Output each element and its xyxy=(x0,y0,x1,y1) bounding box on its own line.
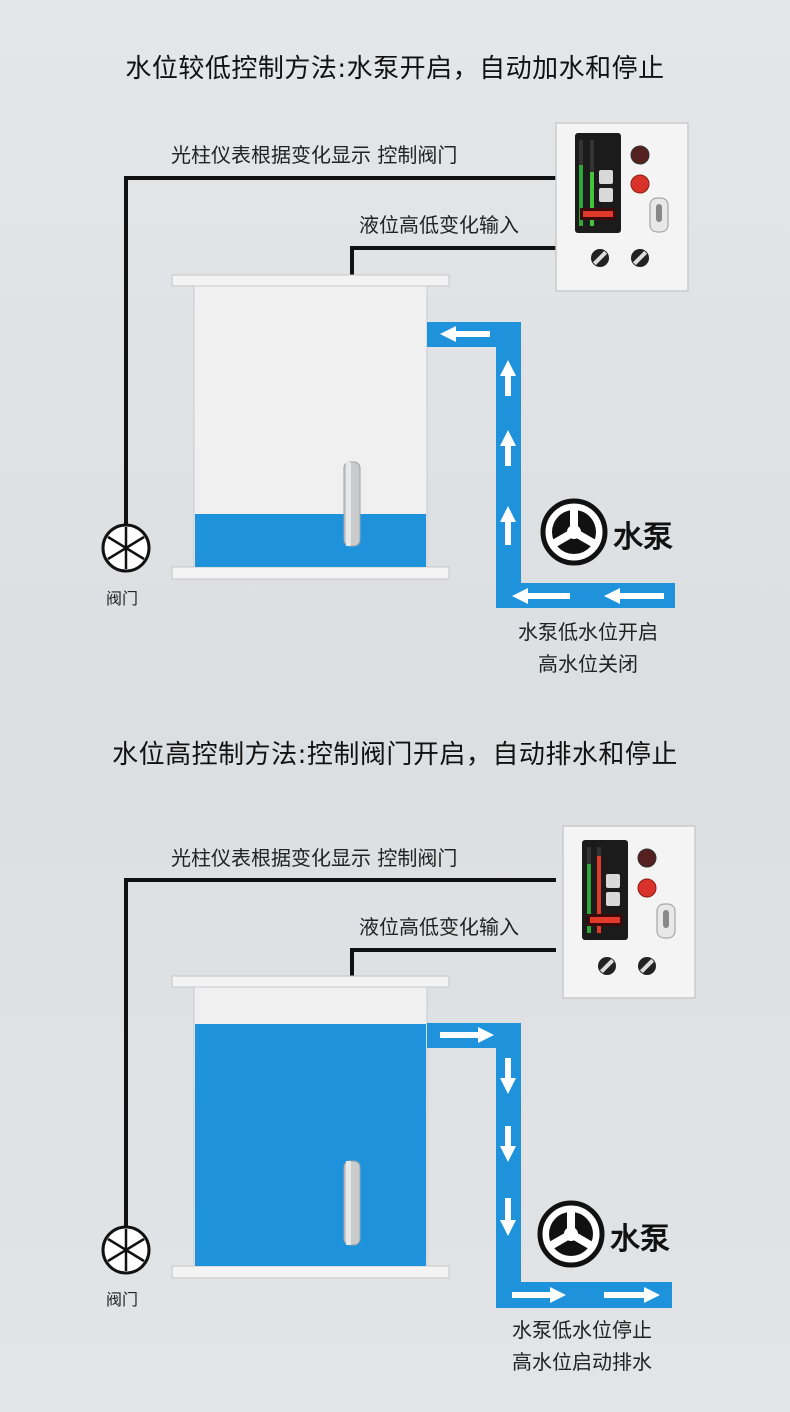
valve-label: 阀门 xyxy=(106,1290,139,1309)
indicator-light xyxy=(630,174,650,194)
level-sensor-probe xyxy=(343,1160,361,1246)
flow-arrow xyxy=(500,506,516,545)
indicator-light xyxy=(630,145,650,165)
display-label: 光柱仪表根据变化显示 控制阀门 xyxy=(171,143,458,167)
flow-arrows xyxy=(440,326,664,604)
note-line: 水泵低水位停止 xyxy=(512,1318,652,1342)
water-tank xyxy=(171,274,450,580)
pump-label: 水泵 xyxy=(613,520,673,555)
level-sensor-probe xyxy=(343,461,361,547)
operation-note: 水泵低水位开启 高水位关闭 xyxy=(478,616,698,680)
note-line: 水泵低水位开启 xyxy=(518,620,658,644)
indicator-light xyxy=(637,878,657,898)
control-instrument xyxy=(555,122,689,292)
flow-arrow xyxy=(440,326,490,342)
valve-icon xyxy=(101,523,151,573)
panel-heading: 水位较低控制方法:水泵开启，自动加水和停止 xyxy=(125,54,665,84)
panel-heading: 水位高控制方法:控制阀门开启，自动排水和停止 xyxy=(112,740,678,770)
flow-arrow xyxy=(500,360,516,396)
diagram-high-level xyxy=(101,825,696,1308)
inlet-pipe xyxy=(427,322,675,608)
input-label: 液位高低变化输入 xyxy=(359,915,519,939)
control-wire xyxy=(124,878,556,1250)
water-tank xyxy=(171,975,450,1279)
diagram-low-level xyxy=(101,122,689,608)
flow-arrow xyxy=(500,1198,516,1236)
flow-arrow xyxy=(604,588,664,604)
flow-arrow xyxy=(512,1287,566,1303)
pump-icon xyxy=(540,498,608,566)
display-label: 光柱仪表根据变化显示 控制阀门 xyxy=(171,846,458,870)
note-line: 高水位关闭 xyxy=(538,652,638,676)
panel-high-level: 水位高控制方法:控制阀门开启，自动排水和停止 xyxy=(0,706,790,1412)
outlet-pipe xyxy=(427,1023,672,1308)
flow-arrow xyxy=(500,1058,516,1094)
tank-water xyxy=(195,1024,426,1266)
pump-label: 水泵 xyxy=(610,1222,670,1257)
valve-label: 阀门 xyxy=(106,589,139,608)
flow-arrow xyxy=(604,1287,660,1303)
flow-arrow xyxy=(500,1126,516,1162)
flow-arrow xyxy=(440,1027,494,1043)
valve-icon xyxy=(101,1225,151,1275)
pump-icon xyxy=(537,1200,605,1268)
operation-note: 水泵低水位停止 高水位启动排水 xyxy=(472,1314,692,1378)
note-line: 高水位启动排水 xyxy=(512,1350,652,1374)
indicator-light xyxy=(637,848,657,868)
control-wire xyxy=(124,176,556,548)
flow-arrows xyxy=(440,1027,660,1303)
tank-water xyxy=(195,514,426,567)
flow-arrow xyxy=(512,588,570,604)
control-instrument xyxy=(562,825,696,999)
input-label: 液位高低变化输入 xyxy=(359,213,519,237)
panel-low-level: 水位较低控制方法:水泵开启，自动加水和停止 xyxy=(101,54,698,680)
flow-arrow xyxy=(500,430,516,466)
